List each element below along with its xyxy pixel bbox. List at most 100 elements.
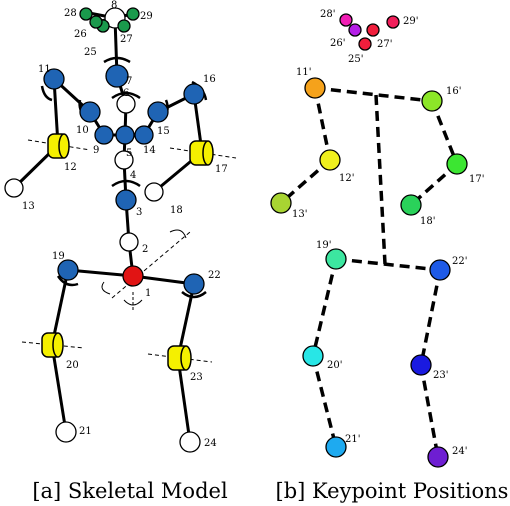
keypoint-dots	[270, 13, 468, 468]
kp-label-21: 21'	[345, 434, 360, 445]
label-4: 4	[130, 170, 136, 181]
label-12: 12	[64, 162, 77, 173]
label-23: 23	[190, 372, 203, 383]
label-5: 5	[126, 148, 132, 159]
joint-7	[105, 64, 129, 88]
kp-label-16: 16'	[446, 86, 461, 97]
joint-21	[55, 421, 77, 443]
joint-10	[79, 101, 101, 123]
label-10: 10	[76, 125, 89, 136]
skeleton-joints	[4, 7, 205, 453]
label-6: 6	[123, 88, 129, 99]
keypoint-12	[319, 149, 341, 171]
joint-13	[4, 178, 24, 198]
joint-28	[79, 7, 93, 21]
cylinder-joints	[41, 133, 214, 371]
keypoint-24	[427, 446, 449, 468]
joint-27	[117, 19, 131, 33]
keypoint-positions: 11' 12' 13' 16' 17' 18' 19' 20' 21' 22' …	[270, 9, 484, 468]
label-28: 28	[64, 8, 77, 19]
label-27: 27	[120, 34, 133, 45]
joint-11	[43, 68, 65, 90]
keypoint-11	[304, 77, 326, 99]
label-16: 16	[203, 74, 216, 85]
joint-17-cylinder	[189, 140, 214, 166]
keypoint-27	[366, 23, 380, 37]
joint-6	[116, 94, 136, 114]
keypoint-23	[410, 354, 432, 376]
joint-20-cylinder	[41, 332, 64, 358]
label-11: 11	[38, 64, 51, 75]
skeletal-model: 1 2 3 4 5 6 7 8 9 10 11 12 13 14 15 16 1…	[4, 0, 237, 453]
joint-14	[134, 125, 154, 145]
keypoint-28	[339, 13, 353, 27]
kp-label-26: 26'	[330, 38, 345, 49]
label-21: 21	[79, 426, 92, 437]
kp-label-29: 29'	[403, 16, 418, 27]
label-2: 2	[142, 244, 148, 255]
joint-19	[57, 259, 79, 281]
kp-label-12: 12'	[339, 173, 354, 184]
joint-12-cylinder	[47, 133, 70, 159]
label-15: 15	[157, 126, 170, 137]
joint-23-cylinder	[167, 345, 192, 371]
label-9: 9	[93, 145, 99, 156]
label-26: 26	[74, 29, 87, 40]
keypoint-21	[325, 436, 347, 458]
label-25: 25	[84, 47, 97, 58]
keypoint-13	[270, 192, 292, 214]
joint-18	[144, 182, 164, 202]
caption-skeletal-model: [a] Skeletal Model	[32, 479, 228, 503]
keypoint-18	[400, 194, 422, 216]
kp-label-27: 27'	[377, 39, 392, 50]
label-22: 22	[208, 270, 221, 281]
joint-5	[115, 125, 135, 145]
keypoint-20	[302, 345, 324, 367]
kp-label-13: 13'	[292, 209, 307, 220]
label-17: 17	[215, 164, 228, 175]
label-1: 1	[145, 288, 151, 299]
joint-9	[94, 125, 114, 145]
joint-26	[89, 15, 103, 29]
label-29: 29	[140, 11, 153, 22]
kp-label-17: 17'	[469, 174, 484, 185]
kp-label-24: 24'	[452, 446, 467, 457]
joint-3	[115, 189, 137, 211]
skeleton-labels: 1 2 3 4 5 6 7 8 9 10 11 12 13 14 15 16 1…	[22, 0, 228, 449]
keypoint-26	[348, 23, 362, 37]
keypoint-22	[429, 259, 451, 281]
kp-label-18: 18'	[420, 216, 435, 227]
caption-keypoint-positions: [b] Keypoint Positions	[276, 479, 509, 503]
joint-1-root	[122, 265, 144, 287]
joint-16	[183, 83, 205, 105]
label-18: 18	[170, 205, 183, 216]
label-8: 8	[111, 0, 117, 11]
keypoint-labels: 11' 12' 13' 16' 17' 18' 19' 20' 21' 22' …	[292, 9, 484, 457]
keypoint-16	[421, 90, 443, 112]
joint-24	[179, 431, 201, 453]
kp-label-11: 11'	[296, 67, 311, 78]
joint-15	[147, 101, 169, 123]
kp-label-19: 19'	[316, 240, 331, 251]
joint-2	[119, 232, 139, 252]
label-3: 3	[136, 207, 142, 218]
joint-4	[114, 150, 134, 170]
keypoint-19	[325, 248, 347, 270]
keypoint-17	[446, 153, 468, 175]
label-24: 24	[204, 438, 217, 449]
kp-label-20: 20'	[327, 360, 342, 371]
joint-29	[126, 7, 140, 21]
label-14: 14	[143, 145, 156, 156]
keypoint-29	[386, 15, 400, 29]
label-20: 20	[66, 360, 79, 371]
keypoint-25	[358, 37, 372, 51]
kp-label-23: 23'	[433, 370, 448, 381]
label-19: 19	[52, 251, 65, 262]
label-13: 13	[22, 201, 35, 212]
kp-label-22: 22'	[452, 256, 467, 267]
kp-label-28: 28'	[320, 9, 335, 20]
joint-22	[183, 273, 205, 295]
kp-label-25: 25'	[348, 54, 363, 65]
label-7: 7	[126, 76, 132, 87]
